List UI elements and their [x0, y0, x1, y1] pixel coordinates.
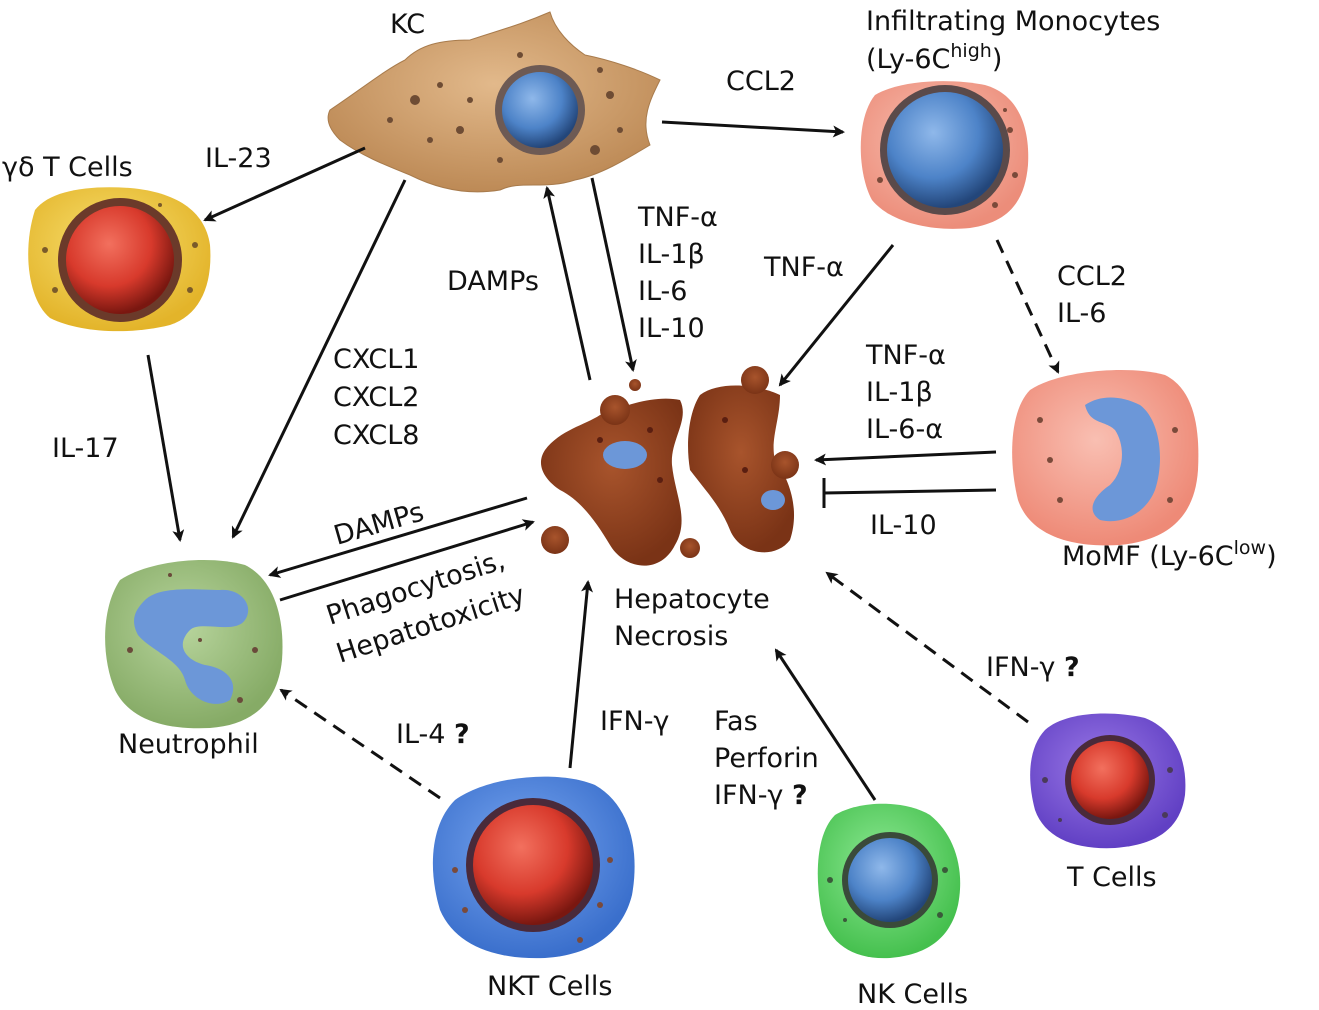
arrow-hep-to-neutrophil: [268, 496, 528, 578]
monocytes-label-line1: Infiltrating Monocytes: [866, 6, 1160, 37]
label-cxcl-1: CXCL1: [333, 344, 419, 375]
t-cell: [1030, 713, 1186, 849]
arrow-t-to-hep: [825, 571, 1029, 724]
label-ccl2-il6-1: CCL2: [1057, 261, 1127, 292]
label-kc-out-1: TNF-α: [637, 202, 718, 233]
label-momf-out-3: IL-6-α: [866, 414, 943, 445]
nkt-cells-label: NKT Cells: [487, 971, 612, 1002]
monocyte-cell: [860, 81, 1029, 229]
arrow-monocytes-to-momf: [995, 239, 1060, 374]
arrow-nkt-to-hep: [568, 580, 594, 769]
arrow-kc-to-monocytes: [661, 120, 845, 138]
momf-label: MoMF (Ly-6Clow): [1062, 537, 1277, 572]
nk-cell: [817, 803, 961, 959]
label-ccl2-il6-2: IL-6: [1057, 298, 1106, 329]
label-tnf-mono: TNF-α: [763, 252, 844, 283]
arrow-kc-to-hep: [590, 177, 637, 372]
label-kc-out-3: IL-6: [638, 276, 687, 307]
label-nk-out-3: IFN-γ ?: [714, 780, 808, 811]
label-il10: IL-10: [870, 510, 937, 541]
label-momf-out-2: IL-1β: [866, 377, 933, 408]
label-ccl2: CCL2: [726, 66, 796, 97]
label-damps-up: DAMPs: [447, 266, 539, 297]
inhibit-momf-to-hep: [823, 488, 997, 495]
kc-label: KC: [390, 9, 425, 40]
hepatocyte-label-line2: Necrosis: [614, 621, 728, 652]
label-momf-out-1: TNF-α: [865, 340, 946, 371]
t-cells-label: T Cells: [1066, 862, 1157, 893]
hepatocyte-label-line1: Hepatocyte: [614, 584, 770, 615]
label-nk-out-1: Fas: [714, 706, 758, 737]
gd-t-cell: [28, 187, 211, 332]
neutrophil-label: Neutrophil: [118, 729, 259, 760]
label-il23: IL-23: [205, 143, 272, 174]
label-ifn-nkt: IFN-γ: [600, 706, 669, 737]
label-il4: IL-4 ?: [396, 719, 470, 750]
arrow-kc-to-neutrophil: [231, 179, 407, 539]
arrow-nkt-to-neutrophil: [279, 688, 441, 800]
nkt-cell: [432, 776, 635, 959]
label-il17: IL-17: [52, 433, 119, 464]
label-kc-out-2: IL-1β: [638, 239, 705, 270]
arrow-hep-to-kc-damps: [543, 186, 592, 381]
label-cxcl-3: CXCL8: [333, 420, 419, 451]
arrow-momf-to-hep: [814, 450, 997, 466]
arrow-kc-to-gd: [203, 146, 366, 222]
arrow-monocytes-to-hep: [778, 244, 895, 387]
hepatocyte-necrosis-cell: [540, 366, 799, 566]
label-cxcl-2: CXCL2: [333, 382, 419, 413]
kc-cell: [327, 11, 661, 193]
arrow-nk-to-hep: [774, 648, 877, 801]
momf-cell: [1012, 370, 1199, 546]
nk-cells-label: NK Cells: [857, 979, 968, 1010]
neutrophil-cell: [105, 560, 283, 729]
monocytes-label-line2: (Ly-6Chigh): [866, 40, 1002, 75]
gd-t-cells-label: γδ T Cells: [2, 152, 133, 183]
label-kc-out-4: IL-10: [638, 313, 705, 344]
label-nk-out-2: Perforin: [714, 743, 819, 774]
label-ifn-t: IFN-γ ?: [986, 652, 1080, 683]
arrow-neutrophil-to-hep: [279, 519, 535, 602]
arrow-gd-to-neutrophil: [146, 354, 185, 542]
